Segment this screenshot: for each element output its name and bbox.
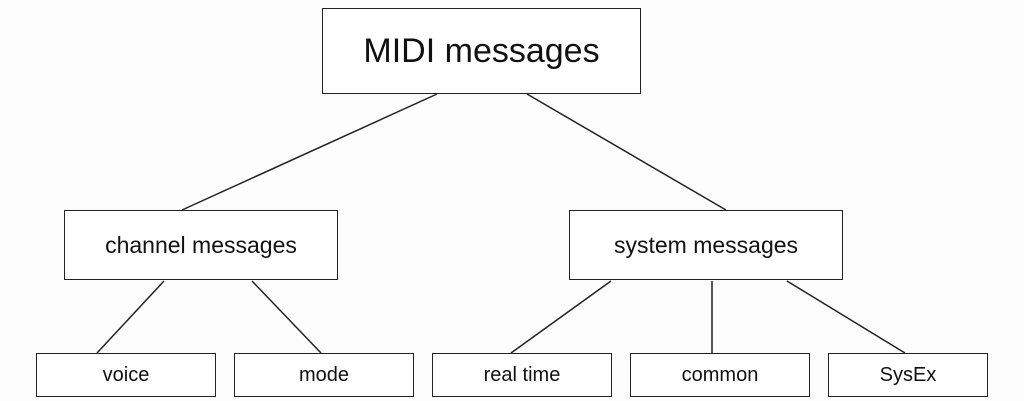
edge-system-sysex bbox=[786, 280, 906, 354]
edge-channel-voice bbox=[96, 280, 165, 354]
node-system-messages: system messages bbox=[569, 210, 843, 280]
node-label: system messages bbox=[613, 231, 799, 258]
node-voice: voice bbox=[36, 353, 216, 397]
node-label: channel messages bbox=[105, 231, 297, 258]
node-label: SysEx bbox=[879, 363, 937, 386]
node-label: mode bbox=[298, 363, 350, 386]
edge-channel-mode bbox=[251, 280, 322, 354]
node-label: MIDI messages bbox=[363, 31, 600, 70]
node-mode: mode bbox=[234, 353, 414, 397]
edge-root-system bbox=[526, 93, 727, 211]
edge-root-channel bbox=[181, 93, 438, 211]
node-channel-messages: channel messages bbox=[64, 210, 338, 280]
node-real-time: real time bbox=[432, 353, 612, 397]
node-common: common bbox=[630, 353, 810, 397]
node-label: common bbox=[681, 363, 759, 386]
node-label: real time bbox=[483, 363, 561, 386]
edge-system-realtime bbox=[510, 280, 612, 354]
node-sysex: SysEx bbox=[828, 353, 988, 397]
node-label: voice bbox=[102, 363, 150, 386]
node-midi-messages: MIDI messages bbox=[322, 8, 641, 94]
